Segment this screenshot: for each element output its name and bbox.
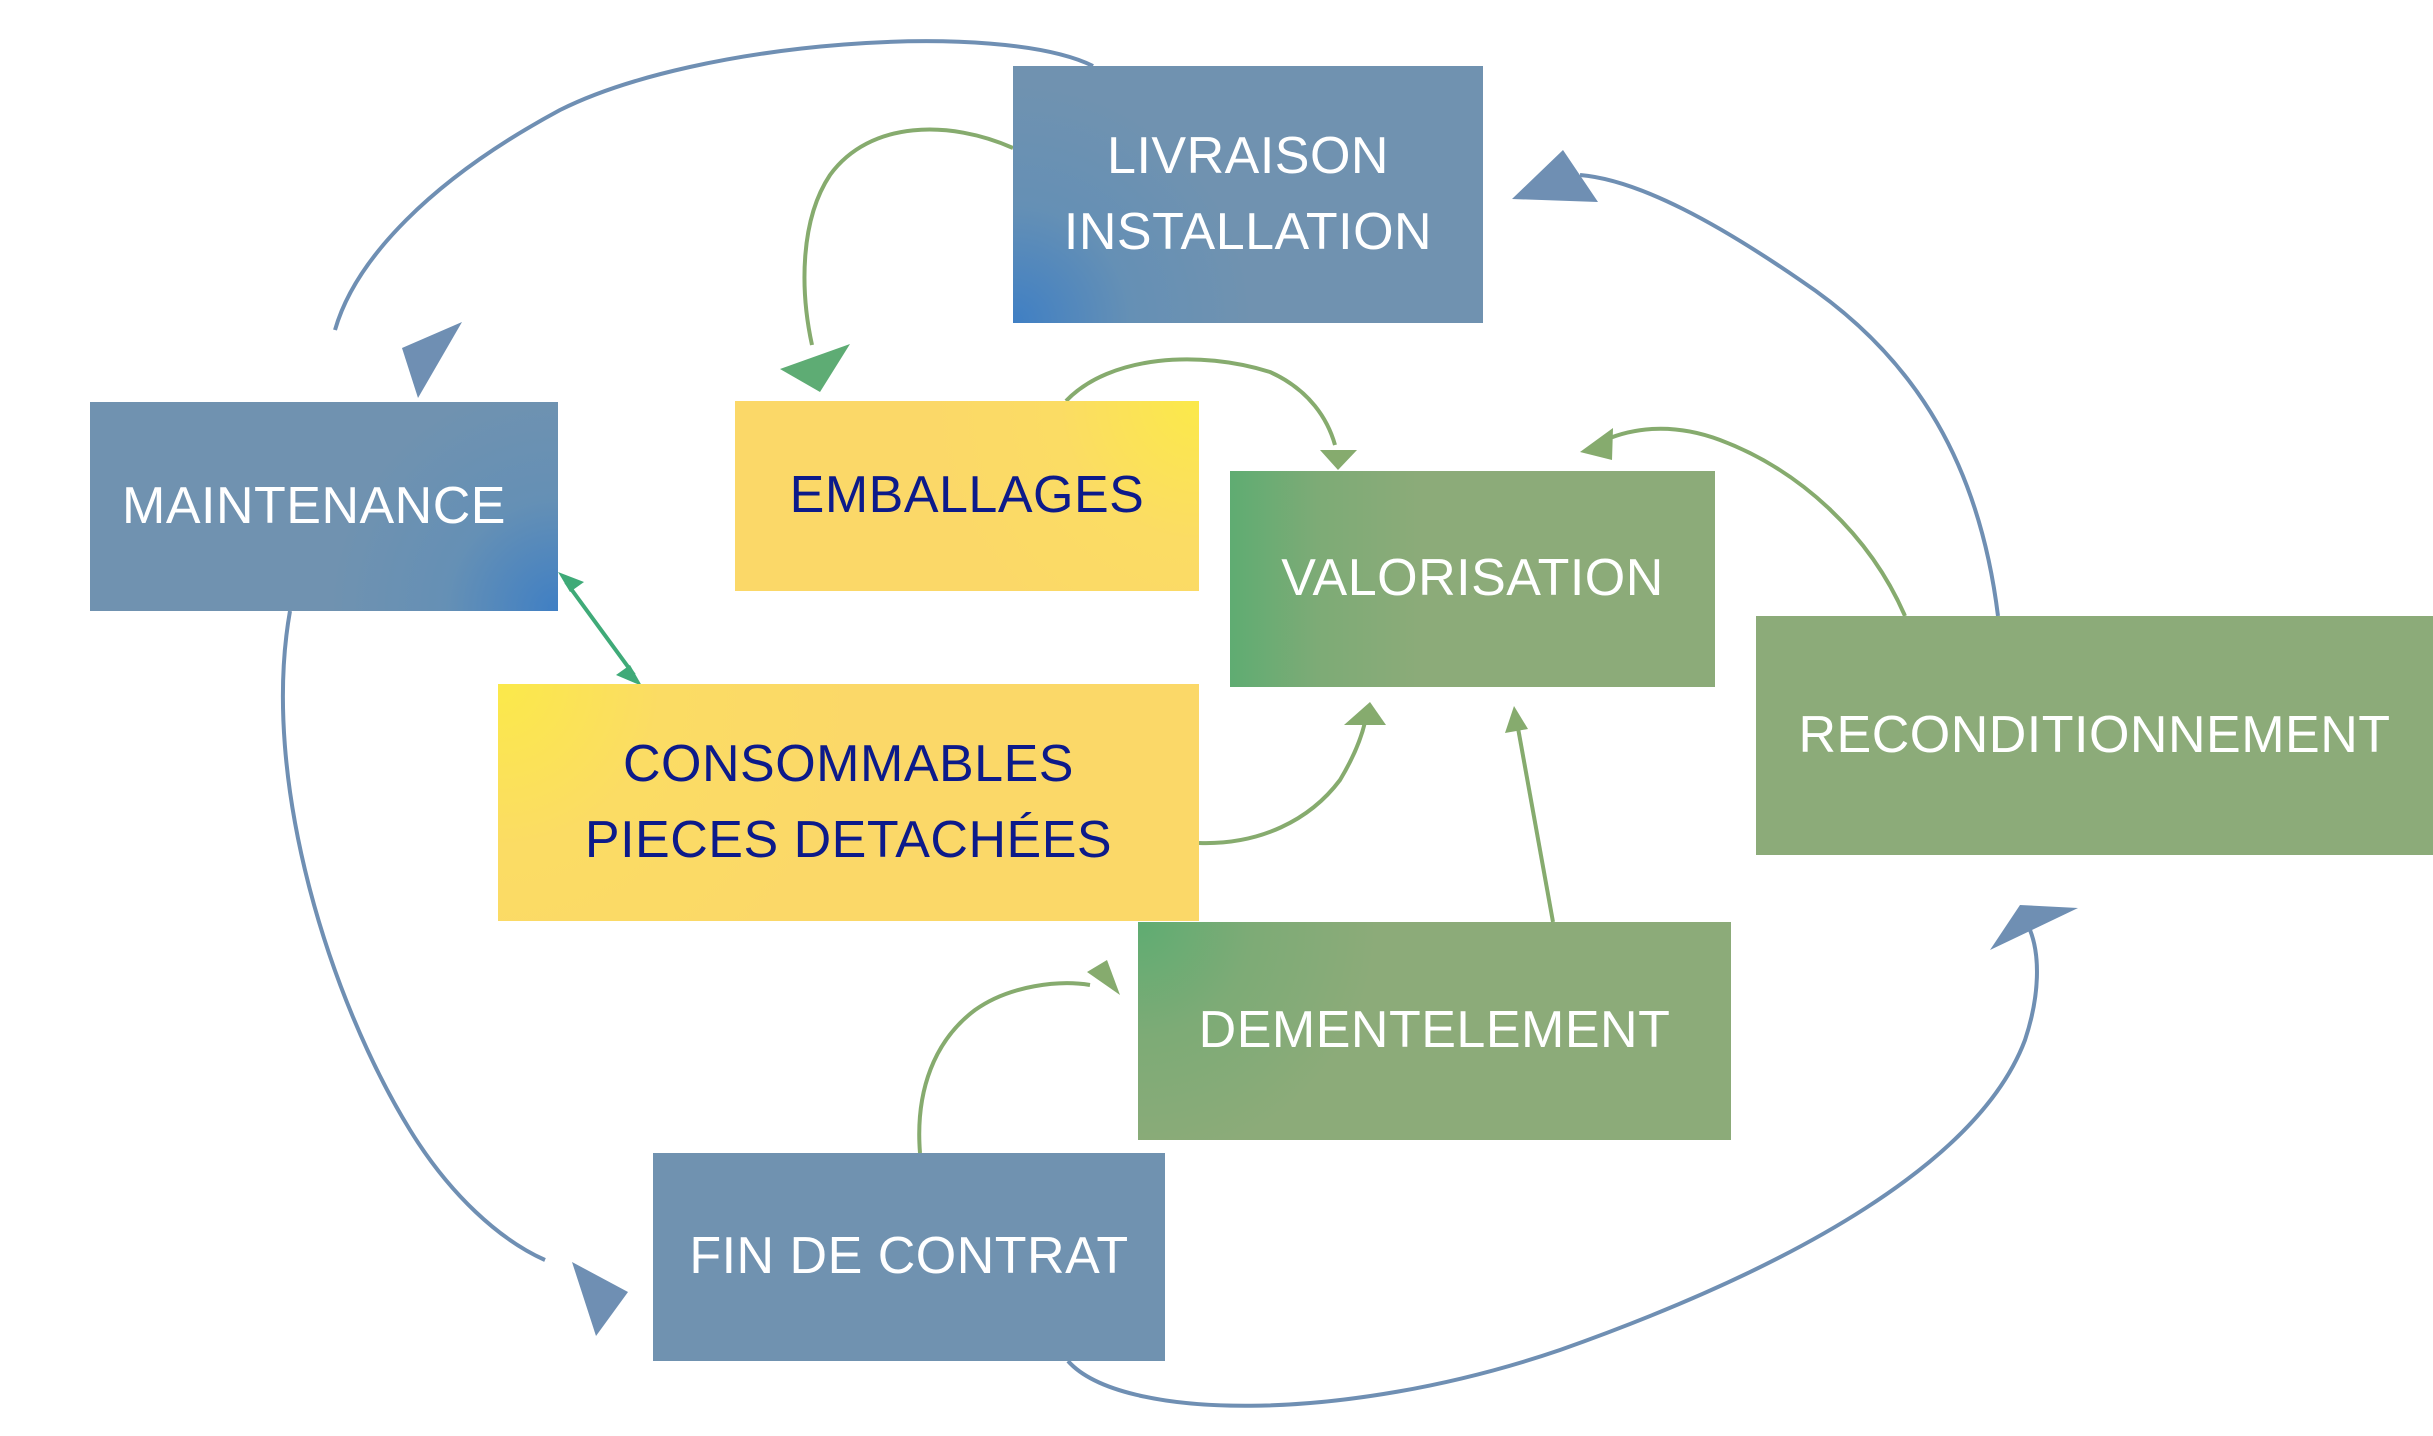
node-reconditionnement[interactable]: RECONDITIONNEMENT [1756, 616, 2433, 855]
node-emballages[interactable]: EMBALLAGES [735, 401, 1199, 591]
arrow-reconditionnement-to-valorisation [1604, 426, 1907, 617]
arrowhead-valorisation-right [1580, 428, 1613, 460]
node-fin-de-contrat[interactable]: FIN DE CONTRAT [653, 1153, 1165, 1361]
arrowhead-valorisation-top [1320, 450, 1357, 470]
arrow-maintenance-consommables [564, 580, 636, 677]
arrow-emballages-to-valorisation [1064, 357, 1337, 446]
arrow-fin-contrat-to-dementelement [917, 981, 1091, 1154]
node-valorisation[interactable]: VALORISATION [1230, 471, 1715, 687]
node-reconditionnement-label: RECONDITIONNEMENT [1798, 705, 2391, 764]
arrow-maintenance-to-fin-contrat [280, 610, 546, 1262]
arrowhead-dementelement [1087, 960, 1120, 995]
arrowhead-maintenance [402, 322, 462, 398]
node-emballages-label: EMBALLAGES [789, 466, 1145, 525]
arrowhead-valorisation-bottom-left [1344, 702, 1386, 725]
node-dementelement[interactable]: DEMENTELEMENT [1138, 922, 1731, 1140]
arrowhead-consommables-side [616, 665, 642, 686]
arrow-fin-contrat-to-reconditionnement [1066, 929, 2039, 1408]
node-consommables-line-1: CONSOMMABLES [623, 735, 1074, 794]
arrow-consommables-to-valorisation [1198, 721, 1367, 846]
node-consommables-pieces-detachees[interactable]: CONSOMMABLES PIECES DETACHÉES [498, 684, 1199, 921]
arrow-livraison-to-maintenance [333, 39, 1094, 331]
node-maintenance-label: MAINTENANCE [122, 476, 506, 535]
arrow-dementelement-to-valorisation [1516, 727, 1555, 923]
arrow-reconditionnement-to-livraison [1579, 173, 2000, 617]
arrow-livraison-to-emballages [802, 127, 1014, 346]
arrowhead-livraison [1512, 150, 1598, 202]
arrowhead-valorisation-bottom [1505, 706, 1528, 733]
arrowhead-fin-contrat [572, 1262, 628, 1336]
node-dementelement-label: DEMENTELEMENT [1198, 1001, 1671, 1060]
arrowhead-emballages [780, 344, 850, 392]
node-consommables-line-2: PIECES DETACHÉES [584, 810, 1113, 869]
node-valorisation-label: VALORISATION [1281, 549, 1664, 608]
arrowhead-reconditionnement [1990, 905, 2078, 950]
node-livraison-line-1: LIVRAISON [1107, 127, 1389, 186]
arrowhead-maintenance-side [558, 572, 584, 592]
node-fin-contrat-label: FIN DE CONTRAT [689, 1227, 1129, 1286]
node-livraison-line-2: INSTALLATION [1063, 202, 1433, 261]
node-livraison-installation[interactable]: LIVRAISON INSTALLATION [1013, 66, 1483, 323]
node-maintenance[interactable]: MAINTENANCE [90, 402, 558, 611]
